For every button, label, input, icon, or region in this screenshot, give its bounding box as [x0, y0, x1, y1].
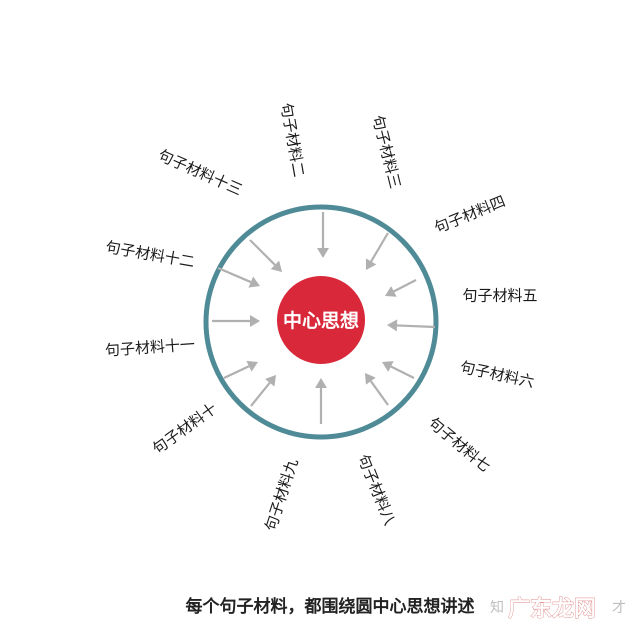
arrows-group	[212, 212, 436, 424]
label-3: 句子材料三	[369, 113, 405, 190]
watermark-faint-left: 知	[490, 599, 504, 616]
arrow-2	[365, 232, 389, 270]
arrow-head	[365, 373, 376, 385]
arrow-shaft	[370, 232, 389, 262]
arrow-shaft	[217, 266, 252, 284]
label-7: 句子材料七	[425, 414, 494, 476]
watermark-faint-right: 才	[612, 600, 626, 616]
arrow-shaft	[369, 380, 389, 406]
arrow-9	[223, 360, 258, 379]
center-label: 中心思想	[283, 309, 359, 332]
arrow-4	[387, 319, 436, 332]
arrow-head	[270, 260, 282, 272]
arrow-shaft	[396, 324, 436, 329]
label-9: 句子材料九	[261, 456, 301, 533]
label-10: 句子材料十	[149, 399, 220, 458]
caption: 每个句子材料，都围绕圆中心思想讲述	[186, 596, 475, 617]
label-5: 句子材料五	[462, 287, 537, 305]
arrow-head	[365, 258, 377, 270]
arrow-shaft	[249, 239, 276, 266]
label-4: 句子材料四	[432, 192, 508, 237]
arrow-12	[249, 239, 282, 272]
arrow-10	[212, 315, 260, 327]
arrow-head	[248, 276, 260, 288]
watermark: 广东龙网	[508, 596, 596, 622]
arrow-8	[250, 375, 276, 407]
arrow-head	[246, 360, 258, 372]
label-13: 句子材料十三	[155, 146, 245, 199]
arrow-head	[315, 378, 327, 388]
arrow-11	[217, 266, 260, 288]
arrow-head	[317, 248, 329, 258]
label-6: 句子材料六	[459, 358, 536, 391]
arrow-head	[387, 319, 398, 332]
label-2: 句子材料二	[277, 101, 308, 178]
label-11: 句子材料十一	[104, 335, 195, 359]
arrow-head	[265, 375, 276, 387]
label-8: 句子材料八	[354, 452, 399, 528]
arrow-6	[365, 373, 389, 406]
arrow-shaft	[393, 279, 417, 293]
arrow-5	[382, 361, 415, 379]
arrow-shaft	[390, 365, 415, 379]
arrow-7	[315, 378, 327, 424]
center-circle	[277, 276, 365, 364]
arrow-3	[385, 279, 417, 297]
arrow-head	[250, 315, 260, 327]
outer-ring	[203, 204, 439, 440]
arrow-shaft	[250, 382, 271, 407]
arrow-1	[317, 212, 329, 258]
arrow-head	[382, 361, 394, 372]
label-12: 句子材料十二	[104, 238, 196, 271]
arrow-head	[385, 286, 397, 297]
arrow-shaft	[223, 365, 250, 379]
